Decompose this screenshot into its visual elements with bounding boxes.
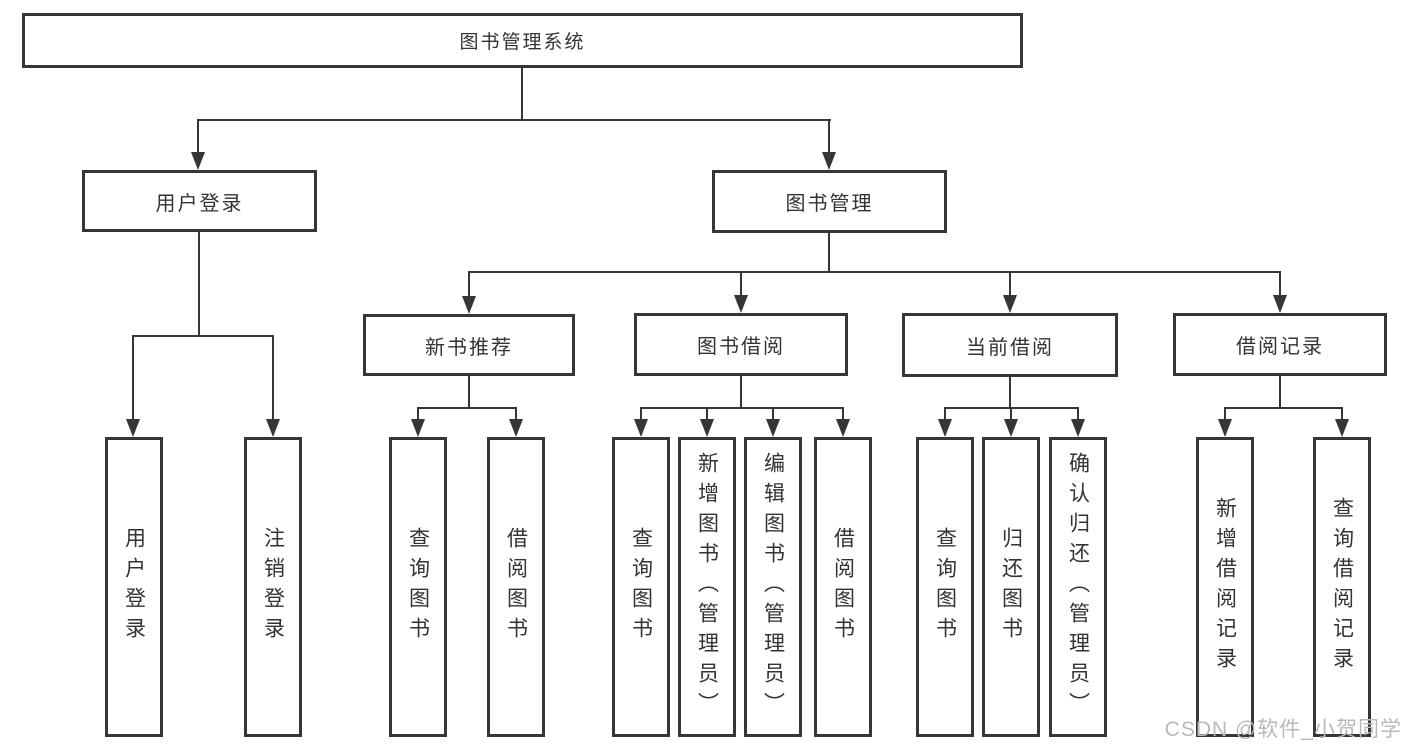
leaf-label: 归还图书 bbox=[999, 527, 1023, 647]
leaf-label: 借阅图书 bbox=[504, 527, 528, 647]
connector-borrowrecord-bus bbox=[1224, 407, 1343, 409]
connector-userlogin-stem bbox=[198, 232, 200, 337]
connector-bookmgmt-stem bbox=[828, 233, 830, 273]
node-book-management: 图书管理 bbox=[712, 170, 947, 233]
arrowhead-book-borrow-icon bbox=[734, 295, 748, 313]
node-label: 当前借阅 bbox=[966, 336, 1054, 359]
leaf-add-book-admin: 新增图书（管理员） bbox=[678, 437, 736, 737]
arrowhead-book-management-icon bbox=[822, 152, 836, 170]
leaf-label: 编辑图书（管理员） bbox=[761, 452, 785, 722]
leaf-label: 注销登录 bbox=[261, 527, 285, 647]
node-label: 新书推荐 bbox=[425, 336, 513, 359]
leaf-query-borrow-record: 查询借阅记录 bbox=[1313, 437, 1371, 737]
arrowhead-leaf-login-icon bbox=[126, 419, 140, 437]
connector-root-stem bbox=[521, 68, 523, 120]
leaf-query-book-borrowsec: 查询图书 bbox=[612, 437, 670, 737]
connector-drop-leaf bbox=[417, 407, 419, 421]
leaf-query-book-current: 查询图书 bbox=[916, 437, 974, 737]
arrowhead-leaf-logout-icon bbox=[266, 419, 280, 437]
arrowhead-leaf-icon bbox=[1071, 419, 1085, 437]
node-label: 图书管理系统 bbox=[459, 32, 586, 53]
csdn-watermark: CSDN @软件_小贺同学 bbox=[1164, 718, 1402, 741]
node-label: 图书管理 bbox=[785, 193, 874, 215]
connector-drop-leaf bbox=[1341, 407, 1343, 421]
arrowhead-new-book-icon bbox=[462, 296, 476, 314]
leaf-borrow-book-borrowsec: 借阅图书 bbox=[814, 437, 872, 737]
connector-drop-current-borrow bbox=[1009, 271, 1011, 298]
arrowhead-borrow-record-icon bbox=[1273, 295, 1287, 313]
leaf-logout-login: 注销登录 bbox=[244, 437, 302, 737]
leaf-label: 借阅图书 bbox=[831, 527, 855, 647]
leaf-label: 查询借阅记录 bbox=[1330, 497, 1354, 677]
arrowhead-user-login-icon bbox=[191, 152, 205, 170]
node-current-borrow: 当前借阅 bbox=[902, 313, 1118, 377]
connector-bookborrow-stem bbox=[740, 376, 742, 408]
leaf-label: 查询图书 bbox=[629, 527, 653, 647]
arrowhead-leaf-icon bbox=[938, 419, 952, 437]
connector-newbook-stem bbox=[468, 376, 470, 408]
arrowhead-leaf-icon bbox=[766, 419, 780, 437]
connector-drop-leaf-logout bbox=[272, 335, 274, 421]
connector-drop-leaf bbox=[1010, 407, 1012, 421]
node-book-borrow: 图书借阅 bbox=[634, 313, 848, 376]
connector-userlogin-bus bbox=[132, 335, 274, 337]
arrowhead-leaf-icon bbox=[411, 419, 425, 437]
connector-drop-leaf bbox=[515, 407, 517, 421]
connector-bookborrow-bus bbox=[640, 407, 844, 409]
arrowhead-leaf-icon bbox=[1218, 419, 1232, 437]
connector-drop-leaf bbox=[1077, 407, 1079, 421]
connector-drop-leaf-login bbox=[132, 335, 134, 421]
connector-bookmgmt-bus bbox=[468, 271, 1281, 273]
arrowhead-leaf-icon bbox=[1335, 419, 1349, 437]
leaf-label: 新增图书（管理员） bbox=[695, 452, 719, 722]
leaf-label: 用户登录 bbox=[122, 527, 146, 647]
arrowhead-leaf-icon bbox=[700, 419, 714, 437]
leaf-label: 新增借阅记录 bbox=[1213, 497, 1237, 677]
connector-drop-leaf bbox=[842, 407, 844, 421]
leaf-label: 查询图书 bbox=[933, 527, 957, 647]
leaf-add-borrow-record: 新增借阅记录 bbox=[1196, 437, 1254, 737]
arrowhead-leaf-icon bbox=[836, 419, 850, 437]
node-label: 借阅记录 bbox=[1236, 336, 1324, 358]
node-library-management-system: 图书管理系统 bbox=[22, 13, 1023, 68]
arrowhead-current-borrow-icon bbox=[1003, 295, 1017, 313]
leaf-borrow-book-recommend: 借阅图书 bbox=[487, 437, 545, 737]
leaf-query-book-recommend: 查询图书 bbox=[389, 437, 447, 737]
node-user-login: 用户登录 bbox=[82, 170, 317, 232]
connector-drop-leaf bbox=[640, 407, 642, 421]
leaf-return-book: 归还图书 bbox=[982, 437, 1040, 737]
connector-root-bus bbox=[197, 119, 831, 121]
connector-drop-leaf bbox=[772, 407, 774, 421]
connector-drop-leaf bbox=[944, 407, 946, 421]
leaf-confirm-return-admin: 确认归还（管理员） bbox=[1049, 437, 1107, 737]
connector-borrowrecord-stem bbox=[1279, 376, 1281, 408]
leaf-label: 查询图书 bbox=[406, 527, 430, 647]
arrowhead-leaf-icon bbox=[634, 419, 648, 437]
node-label: 用户登录 bbox=[155, 192, 244, 215]
connector-drop-book-borrow bbox=[740, 271, 742, 298]
node-borrow-record: 借阅记录 bbox=[1173, 313, 1387, 376]
connector-drop-borrow-record bbox=[1279, 271, 1281, 298]
node-label: 图书借阅 bbox=[697, 336, 785, 358]
leaf-edit-book-admin: 编辑图书（管理员） bbox=[744, 437, 802, 737]
node-new-book-recommend: 新书推荐 bbox=[363, 314, 575, 376]
connector-drop-book-management bbox=[828, 119, 830, 154]
connector-drop-new-book bbox=[468, 271, 470, 298]
connector-newbook-bus bbox=[417, 407, 517, 409]
leaf-label: 确认归还（管理员） bbox=[1066, 452, 1090, 722]
leaf-user-login: 用户登录 bbox=[105, 437, 163, 737]
connector-drop-leaf bbox=[706, 407, 708, 421]
arrowhead-leaf-icon bbox=[1004, 419, 1018, 437]
connector-drop-user-login bbox=[197, 119, 199, 154]
arrowhead-leaf-icon bbox=[509, 419, 523, 437]
connector-drop-leaf bbox=[1224, 407, 1226, 421]
connector-currentborrow-stem bbox=[1009, 377, 1011, 408]
